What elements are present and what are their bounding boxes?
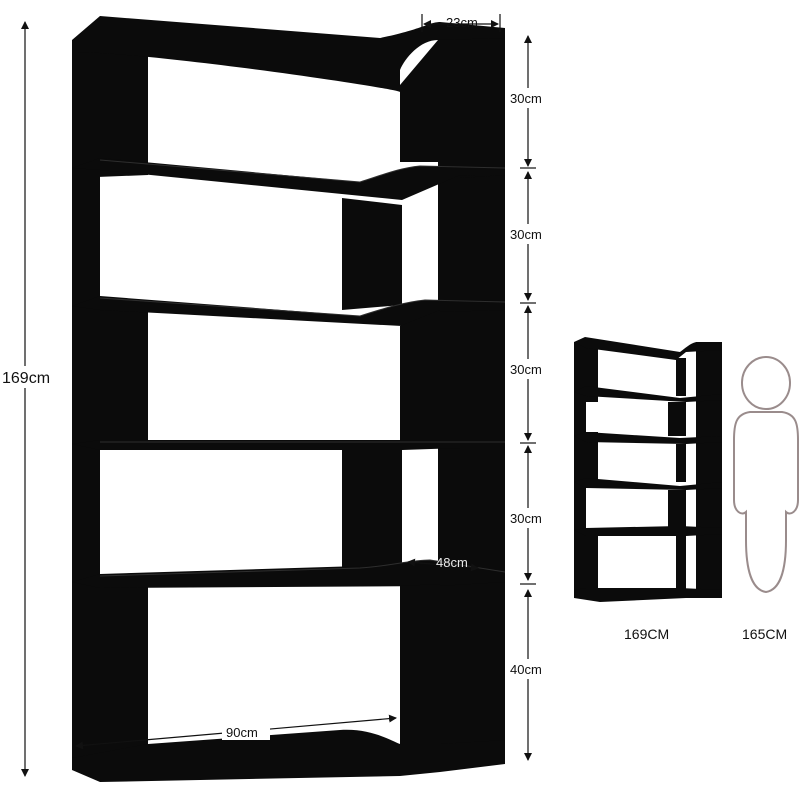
shelf-5 (72, 560, 505, 588)
left-panel-5 (72, 578, 148, 760)
partition-1 (400, 40, 438, 162)
partition-3 (400, 310, 440, 442)
shelf-depth-label: 48cm (436, 555, 468, 570)
compartment-label-5: 40cm (510, 662, 542, 677)
partition-5 (400, 584, 440, 760)
left-panel-3 (72, 302, 148, 446)
person-head (741, 356, 791, 410)
right-block-4 (460, 448, 505, 582)
compartment-label-3: 30cm (510, 362, 542, 377)
partition-2 (342, 198, 402, 310)
shelf-height-label: 169CM (624, 626, 669, 642)
shelf-depth-line (407, 558, 479, 572)
person-body (733, 411, 799, 594)
total-height-label: 169cm (2, 370, 50, 387)
bookshelf-main (72, 16, 506, 782)
dimension-labels: 169cm 23cm 30cm 30cm 30cm 30cm 40cm 90cm… (0, 15, 554, 740)
compartment-label-2: 30cm (510, 227, 542, 242)
bookshelf-thumbnail (574, 337, 722, 602)
shelf-2 (72, 158, 505, 200)
shelf-top (72, 16, 505, 92)
left-panel-1 (72, 40, 148, 178)
left-panel-2 (72, 162, 100, 310)
compartment-label-1: 30cm (510, 91, 542, 106)
compartment-label-4: 30cm (510, 511, 542, 526)
top-depth-label: 23cm (446, 15, 478, 30)
left-panel-4 (72, 440, 100, 582)
bottom-width-label: 90cm (226, 725, 258, 740)
person-height-label: 165CM (742, 626, 787, 642)
right-block-2 (460, 175, 505, 302)
partition-4 (342, 448, 402, 570)
person-silhouette-icon (733, 356, 799, 594)
right-column (438, 32, 505, 770)
